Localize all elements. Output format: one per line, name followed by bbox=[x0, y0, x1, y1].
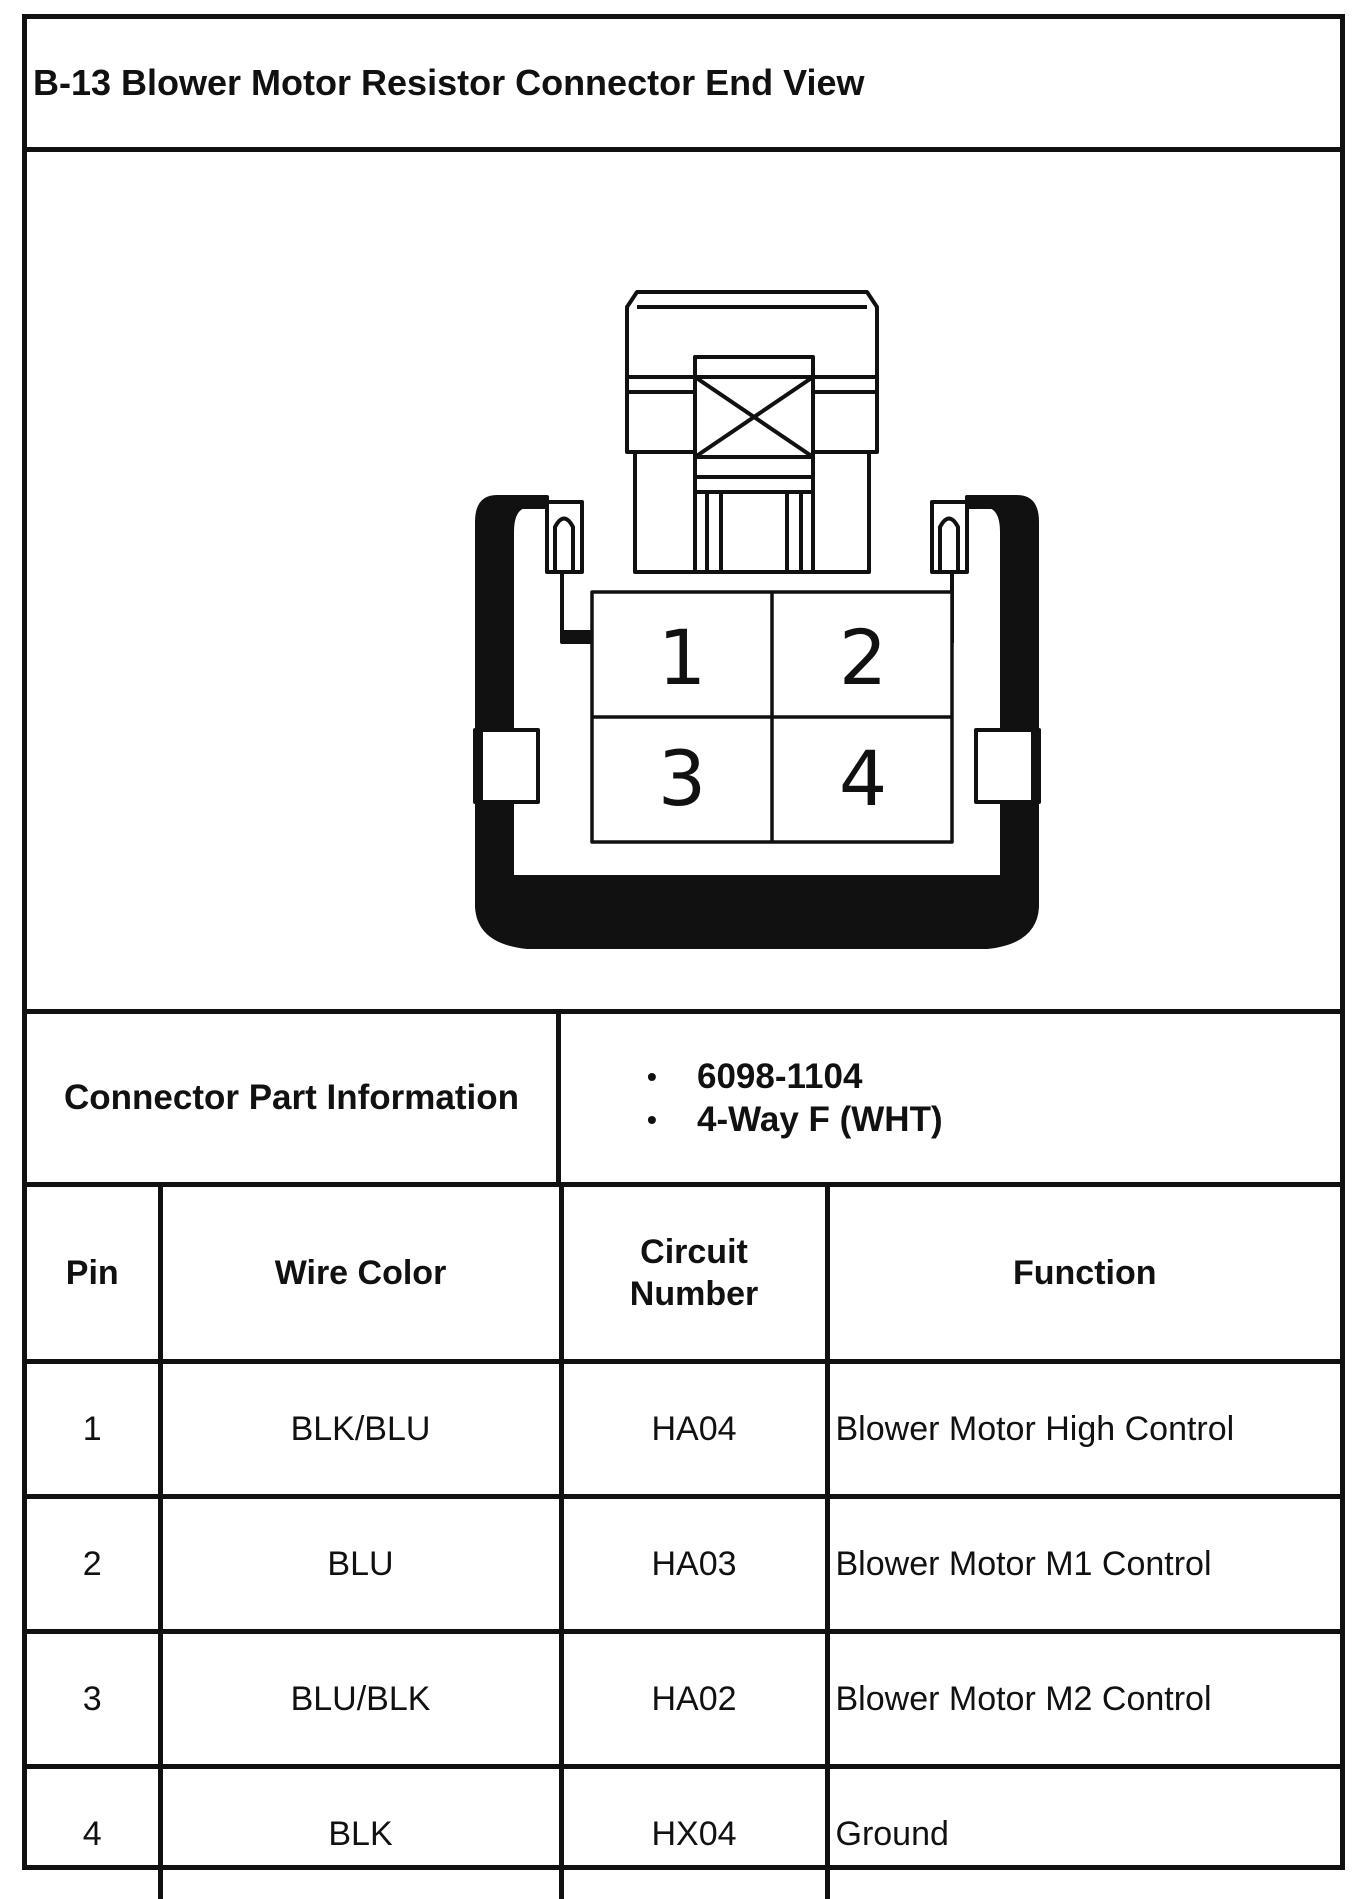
connector-type: 4-Way F (WHT) bbox=[697, 1098, 943, 1141]
header-circuit-line2: Number bbox=[630, 1275, 758, 1313]
header-function: Function bbox=[827, 1187, 1340, 1362]
bullet-icon: • bbox=[647, 1098, 697, 1141]
connector-sheet: B-13 Blower Motor Resistor Connector End… bbox=[22, 14, 1345, 1870]
cavity-label-2: 2 bbox=[839, 613, 887, 702]
pin-table-header: Pin Wire Color Circuit Number Function bbox=[27, 1187, 1340, 1362]
cavity-label-3: 3 bbox=[658, 734, 706, 823]
cell-circuit: HA04 bbox=[561, 1362, 827, 1497]
cell-circuit: HX04 bbox=[561, 1767, 827, 1899]
cell-function: Blower Motor M2 Control bbox=[827, 1632, 1340, 1767]
cell-wire-color: BLK bbox=[160, 1767, 561, 1899]
part-info-list: • 6098-1104 • 4-Way F (WHT) bbox=[561, 1014, 1340, 1182]
cell-wire-color: BLU/BLK bbox=[160, 1632, 561, 1767]
connector-figure: 1 2 3 4 bbox=[27, 152, 1340, 1014]
table-row: 3 BLU/BLK HA02 Blower Motor M2 Control bbox=[27, 1632, 1340, 1767]
cavity-label-4: 4 bbox=[839, 734, 887, 823]
cell-wire-color: BLU bbox=[160, 1497, 561, 1632]
table-row: 2 BLU HA03 Blower Motor M1 Control bbox=[27, 1497, 1340, 1632]
cell-pin: 4 bbox=[27, 1767, 160, 1899]
cell-pin: 1 bbox=[27, 1362, 160, 1497]
cell-pin: 3 bbox=[27, 1632, 160, 1767]
cell-function: Ground bbox=[827, 1767, 1340, 1899]
part-number: 6098-1104 bbox=[697, 1055, 862, 1098]
header-circuit-line1: Circuit bbox=[640, 1233, 748, 1271]
connector-part-info: Connector Part Information • 6098-1104 •… bbox=[27, 1014, 1340, 1187]
bullet-icon: • bbox=[647, 1055, 697, 1098]
cell-wire-color: BLK/BLU bbox=[160, 1362, 561, 1497]
header-circuit-number: Circuit Number bbox=[561, 1187, 827, 1362]
part-info-item: • 4-Way F (WHT) bbox=[647, 1098, 1340, 1141]
right-corner-clip bbox=[932, 502, 967, 572]
cavity-label-1: 1 bbox=[658, 613, 706, 702]
right-latch-window bbox=[976, 730, 1033, 802]
cell-circuit: HA03 bbox=[561, 1497, 827, 1632]
connector-end-view-drawing: 1 2 3 4 bbox=[27, 152, 1340, 1009]
table-row: 4 BLK HX04 Ground bbox=[27, 1767, 1340, 1899]
left-latch-window bbox=[481, 730, 538, 802]
cell-circuit: HA02 bbox=[561, 1632, 827, 1767]
page-title: B-13 Blower Motor Resistor Connector End… bbox=[27, 62, 864, 104]
pin-table: Pin Wire Color Circuit Number Function 1… bbox=[27, 1187, 1340, 1899]
title-row: B-13 Blower Motor Resistor Connector End… bbox=[27, 19, 1340, 152]
cell-pin: 2 bbox=[27, 1497, 160, 1632]
part-info-label: Connector Part Information bbox=[27, 1014, 561, 1182]
left-corner-clip bbox=[547, 502, 582, 572]
header-wire-color: Wire Color bbox=[160, 1187, 561, 1362]
table-row: 1 BLK/BLU HA04 Blower Motor High Control bbox=[27, 1362, 1340, 1497]
cell-function: Blower Motor High Control bbox=[827, 1362, 1340, 1497]
part-info-item: • 6098-1104 bbox=[647, 1055, 1340, 1098]
header-pin: Pin bbox=[27, 1187, 160, 1362]
cell-function: Blower Motor M1 Control bbox=[827, 1497, 1340, 1632]
